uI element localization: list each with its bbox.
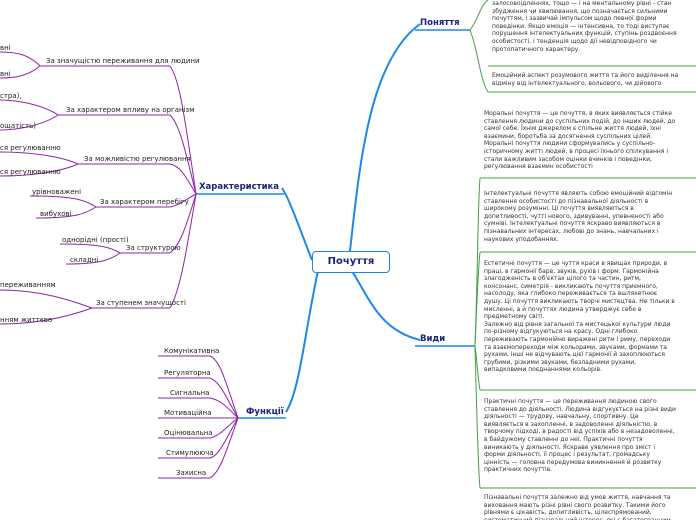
connector-khar-6b [0, 307, 93, 325]
khar-item-struktura[interactable]: За структурою [126, 244, 181, 252]
connector-khar-3 [169, 163, 197, 195]
connector-root-vydy [351, 270, 421, 341]
fun-item-zakhysna[interactable]: Захисна [176, 469, 207, 477]
connector-khar-3a [0, 151, 79, 165]
connector-vydy-note2 [474, 251, 481, 347]
connector-fun-1 [209, 355, 239, 419]
khar-item-znachushchist[interactable]: За значущістю переживання для людини [46, 57, 200, 65]
ponyattia-note-aspect[interactable]: Емоційний аспект розумового життя та йог… [492, 72, 679, 87]
connector-khar-5b [65, 252, 121, 265]
connector-khar-4 [169, 193, 197, 208]
connector-ponyattia-note1 [469, 0, 489, 31]
connector-khar-4a [29, 195, 97, 208]
connector-khar-2a [0, 99, 59, 116]
khar-item-struktura-child-2[interactable]: складні [70, 256, 99, 264]
connector-khar-1 [169, 65, 197, 195]
khar-item-perebih-child-1[interactable]: урівноважені [32, 188, 82, 196]
connector-khar-5a [59, 243, 121, 254]
khar-item-rehuliuvannia[interactable]: За можливістю регулювання [84, 155, 191, 163]
khar-item-stupin[interactable]: За ступенем значущості [96, 299, 186, 307]
fun-item-syhnalna[interactable]: Сигнальна [170, 389, 210, 397]
fun-item-stymuliuiucha[interactable]: Стимулююча [166, 449, 214, 457]
ponyattia-note-definition[interactable]: залосовоідленнях, тощо — і на ментальном… [492, 0, 677, 53]
vydy-note-praktychni[interactable]: Практичні почуття — це переживання людин… [484, 398, 676, 474]
khar-item-vplyv-child-1[interactable]: стра), [0, 92, 22, 100]
khar-item-stupin-child-1[interactable]: переживанням [0, 281, 56, 289]
connector-fun-7 [209, 417, 239, 479]
fun-item-komunikatyvna[interactable]: Комунікативна [164, 347, 220, 355]
connector-fun-2 [209, 377, 239, 419]
khar-item-struktura-child-1[interactable]: однорідні (прості) [62, 236, 129, 244]
vydy-note-estetychni[interactable]: Естетичні почуття — це чуття краси в яви… [484, 260, 675, 374]
connector-root-kharakterystyka [281, 187, 313, 261]
connector-khar-4b [35, 206, 97, 219]
vydy-note-piznavalni[interactable]: Пізнавальні почуття залежно від умов жит… [484, 494, 671, 520]
connector-fun-5 [209, 417, 239, 439]
connector-fun-6 [209, 417, 239, 459]
vydy-note-intelektualni[interactable]: Інтелектуальні почуття являють собою емо… [484, 190, 673, 243]
khar-item-perebih[interactable]: За характером перебігу [100, 198, 189, 206]
khar-item-rehuliuvannia-child-2[interactable]: ся регулюванню [0, 168, 61, 176]
khar-item-vplyv-child-2[interactable]: ощатість) [0, 122, 36, 130]
connector-root-funktsii [285, 270, 319, 413]
connector-khar-6a [0, 289, 93, 309]
connector-khar-3b [0, 163, 79, 177]
branch-ponyattia[interactable]: Поняття [420, 18, 460, 28]
connector-khar-2 [169, 114, 197, 195]
khar-item-znachushchist-child-1[interactable]: вні [0, 44, 11, 52]
connector-vydy-note4 [474, 345, 481, 489]
vydy-note-moralni[interactable]: Моральні почуття — це почуття, в яких ви… [484, 110, 676, 171]
fun-item-rehuliatorna[interactable]: Регуляторна [164, 369, 211, 377]
khar-item-znachushchist-child-2[interactable]: вні [0, 70, 11, 78]
connector-khar-5 [169, 193, 197, 254]
branch-kharakterystyka[interactable]: Характеристика [199, 182, 280, 192]
connector-khar-2b [0, 114, 59, 131]
branch-vydy[interactable]: Види [420, 334, 446, 344]
connector-khar-6 [169, 193, 197, 309]
root-node[interactable]: Почуття [312, 251, 390, 273]
connector-fun-3 [209, 397, 239, 419]
fun-item-otsiniuvalna[interactable]: Оцінювальна [164, 429, 213, 437]
connector-khar-1b [0, 65, 41, 79]
khar-item-stupin-child-2[interactable]: нням життєво [0, 316, 53, 324]
fun-item-motyvatsiina[interactable]: Мотиваційна [164, 409, 212, 417]
connector-khar-1a [0, 51, 41, 67]
connector-root-ponyattia [349, 23, 421, 252]
khar-item-vplyv[interactable]: За характером впливу на організм [66, 106, 195, 114]
khar-item-perebih-child-2[interactable]: вибухові [40, 210, 72, 218]
khar-item-rehuliuvannia-child-1[interactable]: ся регулюванню [0, 144, 61, 152]
branch-funktsii[interactable]: Функції [246, 407, 284, 417]
connector-ponyattia-note2 [469, 29, 489, 93]
